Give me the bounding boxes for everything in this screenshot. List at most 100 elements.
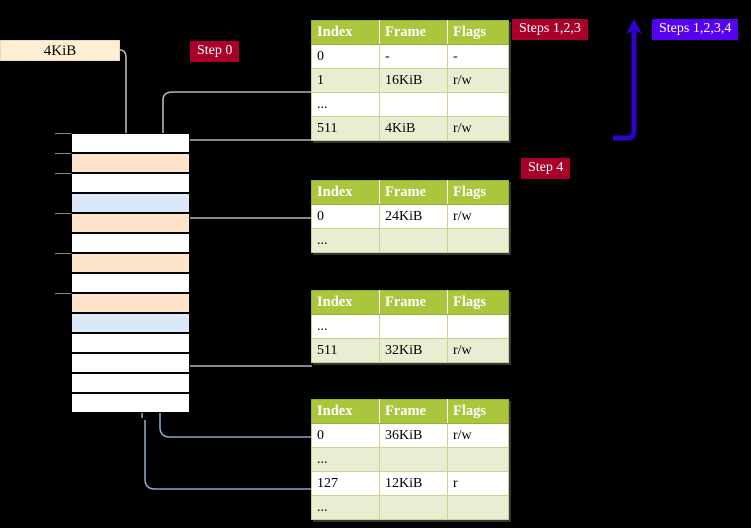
- cell-frame: 16KiB: [379, 68, 448, 93]
- memory-frame-row[interactable]: [71, 193, 190, 213]
- cell-flags: r/w: [447, 204, 509, 229]
- cell-index: 0: [311, 44, 380, 69]
- table-row[interactable]: ...: [311, 314, 509, 339]
- badge-step0: Step 0: [190, 41, 240, 62]
- badge-steps1234-text: Steps 1,2,3,4: [659, 21, 732, 36]
- cell-flags: r/w: [447, 68, 509, 93]
- cell-frame: [379, 495, 448, 520]
- cell-flags: -: [447, 44, 509, 69]
- cell-index: 511: [311, 116, 380, 141]
- cell-index: 0: [311, 423, 380, 448]
- column-header-index: Index: [311, 399, 380, 424]
- cell-flags: [447, 228, 509, 253]
- cell-flags: [447, 495, 509, 520]
- cell-flags: [447, 447, 509, 472]
- memory-frame-row[interactable]: [71, 153, 190, 173]
- memory-tick-mark: [55, 253, 71, 254]
- physical-memory-column: [55, 133, 190, 414]
- cell-flags: [447, 314, 509, 339]
- memory-tick-mark: [55, 173, 71, 174]
- cell-flags: [447, 92, 509, 117]
- memory-frame-row[interactable]: [71, 373, 190, 393]
- memory-frame-row[interactable]: [71, 133, 190, 153]
- cell-flags: r/w: [447, 116, 509, 141]
- column-header-index: Index: [311, 20, 380, 45]
- wire-table2-row0-to-memory: [169, 217, 312, 265]
- cell-frame: [379, 447, 448, 472]
- table-row[interactable]: ...: [311, 228, 509, 253]
- memory-tick-mark: [55, 213, 71, 214]
- column-header-flags: Flags: [447, 180, 509, 205]
- badge-steps123: Steps 1,2,3: [512, 19, 588, 40]
- column-header-flags: Flags: [447, 399, 509, 424]
- cell-frame: [379, 228, 448, 253]
- steps-bracket-arrow: [613, 19, 642, 141]
- column-header-index: Index: [311, 180, 380, 205]
- memory-frame-row[interactable]: [71, 393, 190, 413]
- memory-tick-mark: [55, 293, 71, 294]
- badge-steps123-text: Steps 1,2,3: [519, 21, 581, 36]
- memory-frame-row[interactable]: [71, 233, 190, 253]
- memory-tick-mark: [55, 133, 71, 134]
- cell-index: ...: [311, 447, 380, 472]
- memory-frame-row[interactable]: [71, 353, 190, 373]
- cell-frame: -: [379, 44, 448, 69]
- column-header-index: Index: [311, 290, 380, 315]
- table-row[interactable]: ...: [311, 92, 509, 117]
- cell-flags: r: [447, 471, 509, 496]
- badge-steps1234: Steps 1,2,3,4: [652, 19, 739, 40]
- memory-frame-row[interactable]: [71, 253, 190, 273]
- memory-frame-row[interactable]: [71, 213, 190, 233]
- cell-frame: 4KiB: [379, 116, 448, 141]
- memory-frame-row[interactable]: [71, 293, 190, 313]
- cell-frame: [379, 314, 448, 339]
- wire-table4-row127-to-memory: [144, 420, 312, 490]
- badge-step0-text: Step 0: [197, 43, 233, 58]
- table-row[interactable]: ...: [311, 447, 509, 472]
- table-row[interactable]: 0--: [311, 44, 509, 69]
- cell-frame: 12KiB: [379, 471, 448, 496]
- badge-step4-text: Step 4: [528, 160, 564, 175]
- column-header-frame: Frame: [379, 290, 448, 315]
- cell-frame: 36KiB: [379, 423, 448, 448]
- cell-frame: [379, 92, 448, 117]
- memory-block-label: 4KiB: [0, 40, 120, 61]
- cell-index: 0: [311, 204, 380, 229]
- column-header-frame: Frame: [379, 20, 448, 45]
- cell-index: 511: [311, 338, 380, 363]
- memory-frame-row[interactable]: [71, 313, 190, 333]
- cell-frame: 24KiB: [379, 204, 448, 229]
- cell-index: 127: [311, 471, 380, 496]
- column-header-flags: Flags: [447, 290, 509, 315]
- memory-frame-row[interactable]: [71, 333, 190, 353]
- memory-frame-row[interactable]: [71, 273, 190, 293]
- column-header-flags: Flags: [447, 20, 509, 45]
- column-header-frame: Frame: [379, 399, 448, 424]
- cell-index: 1: [311, 68, 380, 93]
- memory-frame-row[interactable]: [71, 173, 190, 193]
- table-row[interactable]: ...: [311, 495, 509, 520]
- cell-frame: 32KiB: [379, 338, 448, 363]
- cell-flags: r/w: [447, 338, 509, 363]
- cell-index: ...: [311, 92, 380, 117]
- cell-flags: r/w: [447, 423, 509, 448]
- column-header-frame: Frame: [379, 180, 448, 205]
- memory-tick-mark: [55, 153, 71, 154]
- cell-index: ...: [311, 228, 380, 253]
- badge-step4: Step 4: [521, 158, 571, 179]
